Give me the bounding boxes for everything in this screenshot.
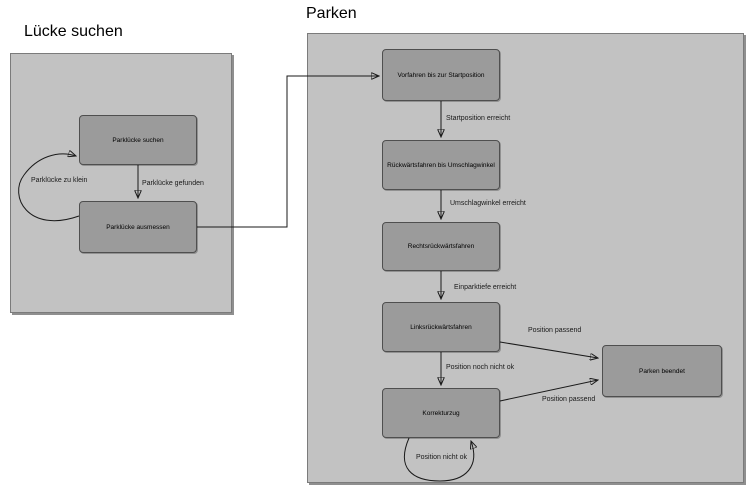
- state-vorfahren-bis-zur-startposition[interactable]: Vorfahren bis zur Startposition: [382, 49, 500, 101]
- transition-label-position-passend-unten: Position passend: [542, 396, 596, 403]
- transition-label-umschlagwinkel-erreicht: Umschlagwinkel erreicht: [450, 200, 526, 207]
- state-linksrueckwaertsfahren[interactable]: Linksrückwärtsfahren: [382, 302, 500, 352]
- state-parkluecke-ausmessen-label: Parklücke ausmessen: [106, 223, 170, 231]
- transition-label-position-nicht-ok: Position nicht ok: [416, 454, 467, 461]
- transition-label-position-passend-oben: Position passend: [528, 327, 582, 334]
- transition-label-startposition-erreicht: Startposition erreicht: [446, 115, 511, 122]
- state-korrekturzug[interactable]: Korrekturzug: [382, 388, 500, 438]
- transition-label-einparktiefe-erreicht: Einparktiefe erreicht: [454, 284, 517, 291]
- state-rueckwaertsfahren-label: Rückwärtsfahren bis Umschlagwinkel: [387, 161, 495, 169]
- transition-label-parkluecke-gefunden: Parklücke gefunden: [142, 180, 204, 187]
- state-rueckwaertsfahren-bis-umschlagwinkel[interactable]: Rückwärtsfahren bis Umschlagwinkel: [382, 140, 500, 190]
- transition-label-position-noch-nicht-ok: Position noch nicht ok: [446, 364, 515, 371]
- region-title-parken: Parken: [306, 5, 357, 22]
- state-rechtsrueckwaertsfahren[interactable]: Rechtsrückwärtsfahren: [382, 222, 500, 271]
- state-rechtsrueckwaertsfahren-label: Rechtsrückwärtsfahren: [407, 243, 475, 250]
- state-linksrueckwaertsfahren-label: Linksrückwärtsfahren: [410, 323, 472, 331]
- region-parken[interactable]: [307, 33, 744, 483]
- state-parkluecke-suchen-label: Parklücke suchen: [112, 136, 164, 144]
- region-title-luecke-suchen: Lücke suchen: [24, 23, 123, 40]
- transition-label-parkluecke-zu-klein: Parklücke zu klein: [31, 177, 88, 184]
- state-korrekturzug-label: Korrekturzug: [422, 409, 460, 417]
- state-parkluecke-ausmessen[interactable]: Parklücke ausmessen: [79, 201, 197, 253]
- state-parkluecke-suchen[interactable]: Parklücke suchen: [79, 115, 197, 165]
- state-parken-beendet[interactable]: Parken beendet: [602, 345, 722, 397]
- state-parken-beendet-label: Parken beendet: [639, 367, 685, 375]
- state-vorfahren-label: Vorfahren bis zur Startposition: [397, 71, 485, 79]
